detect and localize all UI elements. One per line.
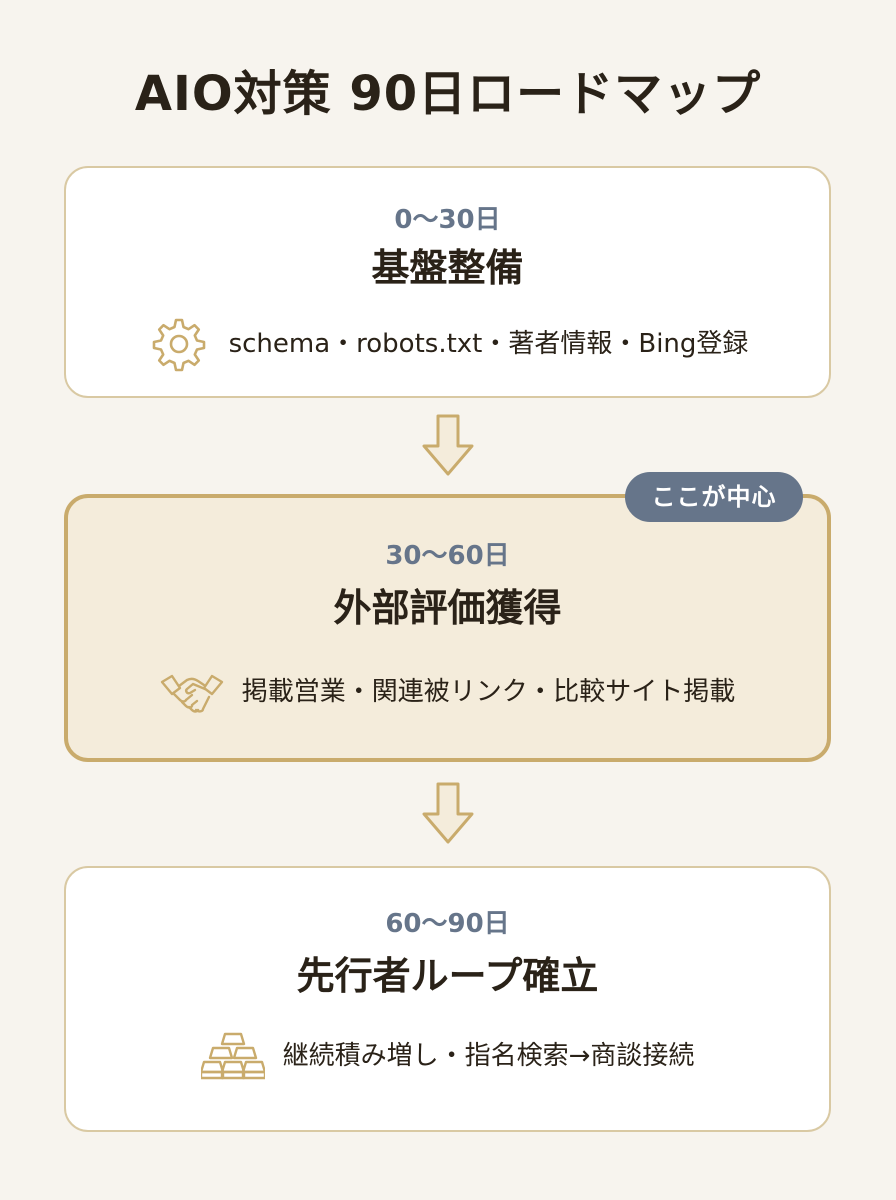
phase-period: 60〜90日 [385, 909, 510, 939]
phase-card-first-mover-loop: 60〜90日 先行者ループ確立 継続積み増し・指名検索→商談接続 [64, 866, 831, 1132]
focus-badge: ここが中心 [625, 472, 803, 522]
phase-card-external-evaluation: 30〜60日 外部評価獲得 掲載営業・関連被リンク・比較サイト掲載 [64, 494, 831, 762]
phase-detail-row: 継続積み増し・指名検索→商談接続 [66, 1026, 829, 1086]
phase-heading: 先行者ループ確立 [296, 954, 599, 998]
page-title: AIO対策 90日ロードマップ [134, 66, 762, 122]
phase-heading: 基盤整備 [371, 246, 524, 290]
phase-description: 掲載営業・関連被リンク・比較サイト掲載 [241, 677, 736, 707]
phase-detail-row: schema・robots.txt・著者情報・Bing登録 [66, 314, 829, 374]
down-arrow-icon [418, 780, 478, 846]
handshake-icon [160, 662, 224, 722]
phase-card-foundation: 0〜30日 基盤整備 schema・robots.txt・著者情報・Bing登録 [64, 166, 831, 398]
gold-bars-icon [200, 1026, 265, 1086]
phase-description: 継続積み増し・指名検索→商談接続 [282, 1041, 695, 1071]
phase-description: schema・robots.txt・著者情報・Bing登録 [228, 329, 749, 359]
phase-heading: 外部評価獲得 [333, 586, 562, 630]
phase-period: 30〜60日 [385, 541, 510, 571]
down-arrow-icon [418, 412, 478, 478]
phase-detail-row: 掲載営業・関連被リンク・比較サイト掲載 [68, 662, 827, 722]
phase-period: 0〜30日 [394, 205, 501, 235]
gear-icon [147, 314, 211, 374]
